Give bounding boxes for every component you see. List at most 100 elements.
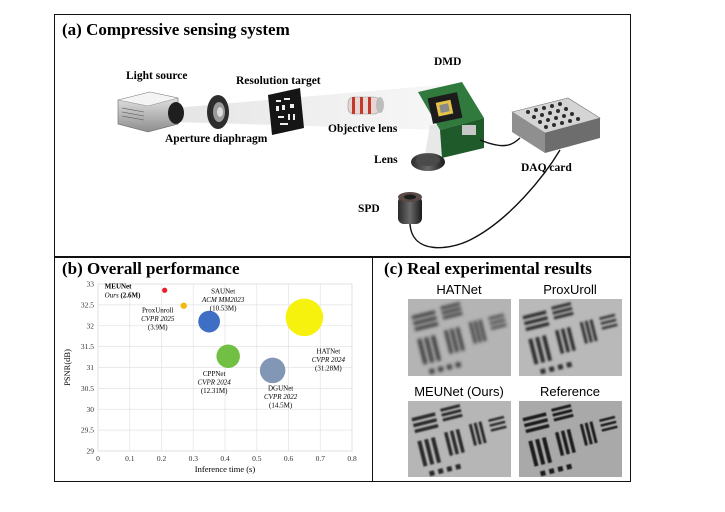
resolution-bar — [552, 408, 573, 417]
panel-b-title: (b) Overall performance — [62, 259, 240, 278]
resolution-bar — [440, 302, 461, 310]
resolution-bar — [446, 465, 453, 472]
resolution-bar — [455, 326, 465, 352]
point-label-venue: CVPR 2025 — [141, 315, 175, 323]
resolution-bar — [522, 310, 547, 320]
point-hatnet — [285, 298, 324, 337]
resolution-bar — [560, 430, 571, 455]
x-tick-label: 0.8 — [347, 454, 357, 463]
objective-lens-icon — [347, 96, 384, 115]
resolution-bar — [417, 440, 428, 467]
point-cppnet — [216, 344, 240, 368]
label-objective-lens: Objective lens — [328, 123, 398, 135]
resolution-bar — [535, 438, 546, 465]
resolution-bar — [489, 318, 506, 325]
y-tick-label: 33 — [87, 280, 95, 289]
resolution-bar — [443, 431, 454, 456]
resolution-bar — [468, 423, 477, 446]
resolution-bar — [430, 437, 442, 464]
resolution-bar — [589, 319, 598, 342]
aperture-diaphragm-icon — [207, 95, 229, 129]
label-meunet-image: MEUNet (Ours) — [414, 384, 504, 399]
result-tile-reference — [519, 401, 622, 477]
resolution-bar — [523, 418, 549, 428]
resolution-bar — [589, 421, 598, 444]
point-label-params: (10.53M) — [210, 305, 237, 313]
resolution-bar — [455, 361, 462, 368]
lens-icon — [411, 153, 445, 171]
resolution-bar — [539, 368, 546, 375]
spd-icon — [398, 192, 422, 224]
result-tile-meunet — [408, 401, 511, 477]
resolution-bar — [522, 412, 547, 422]
resolution-bar — [535, 336, 546, 363]
label-dmd: DMD — [434, 56, 462, 68]
light-beam — [175, 85, 445, 130]
resolution-bar — [554, 329, 565, 354]
x-tick-label: 0.7 — [316, 454, 326, 463]
point-label-params: (12.31M) — [201, 387, 228, 395]
cable-spd-daq — [409, 149, 561, 249]
y-tick-label: 30.5 — [81, 384, 94, 393]
resolution-bar — [584, 320, 593, 343]
label-resolution-target: Resolution target — [236, 75, 321, 87]
point-label-venue: CVPR 2024 — [312, 356, 346, 364]
x-tick-label: 0.2 — [157, 454, 167, 463]
resolution-bar — [478, 421, 487, 444]
resolution-bar — [525, 423, 550, 434]
x-axis-label: Inference time (s) — [195, 464, 256, 474]
label-reference-image: Reference — [540, 384, 600, 399]
resolution-bar — [424, 336, 435, 363]
resolution-bar — [473, 422, 482, 445]
panel-c-frame — [372, 256, 631, 482]
label-lens: Lens — [374, 154, 398, 166]
dmd-icon — [418, 82, 484, 158]
resolution-bar — [552, 306, 573, 315]
point-label-name: SAUNet — [211, 288, 235, 296]
resolution-bar — [548, 468, 555, 475]
point-label-name: DGUNet — [268, 384, 293, 392]
resolution-bar — [551, 302, 572, 310]
point-proxunroll — [180, 302, 187, 309]
label-daq-card: DAQ card — [521, 162, 572, 174]
resolution-bar — [528, 440, 539, 467]
resolution-bar — [441, 408, 462, 417]
resolution-bar — [541, 335, 553, 362]
resolution-bar — [566, 428, 576, 454]
resolution-bar — [566, 463, 573, 470]
label-proxuroll-image: ProxUroll — [543, 282, 597, 297]
y-tick-label: 29 — [87, 447, 95, 456]
resolution-bar — [600, 420, 617, 427]
resolution-bar — [442, 311, 463, 320]
resolution-bar — [455, 463, 462, 470]
resolution-bar — [412, 418, 438, 428]
resolution-bar — [468, 321, 477, 344]
point-label-venue: Ours (2.6M) — [105, 291, 141, 299]
result-tile-hatnet — [408, 299, 511, 376]
resolution-bar — [440, 404, 461, 412]
x-tick-label: 0.5 — [252, 454, 262, 463]
resolution-bar — [548, 366, 555, 373]
point-meunet — [162, 287, 168, 293]
resolution-bar — [442, 413, 463, 422]
label-hatnet-image: HATNet — [436, 282, 482, 297]
resolution-bar — [443, 329, 454, 354]
point-label-name: ProxUnroll — [142, 307, 174, 315]
resolution-bar — [488, 415, 505, 423]
resolution-bar — [579, 321, 588, 344]
x-tick-label: 0.6 — [284, 454, 294, 463]
resolution-bar — [488, 313, 505, 321]
point-label-params: (14.5M) — [269, 401, 293, 409]
point-label-venue: ACM MM2023 — [201, 296, 245, 304]
cable-dmd-daq — [479, 137, 521, 147]
resolution-bar — [455, 428, 465, 454]
y-tick-label: 29.5 — [81, 426, 94, 435]
resolution-bar — [551, 404, 572, 412]
light-source-icon — [117, 91, 184, 133]
point-label-params: (3.9M) — [148, 324, 168, 332]
resolution-bar — [411, 412, 436, 422]
x-tick-label: 0 — [96, 454, 100, 463]
y-tick-label: 31.5 — [81, 342, 94, 351]
y-axis-label: PSNR(dB) — [62, 349, 72, 386]
